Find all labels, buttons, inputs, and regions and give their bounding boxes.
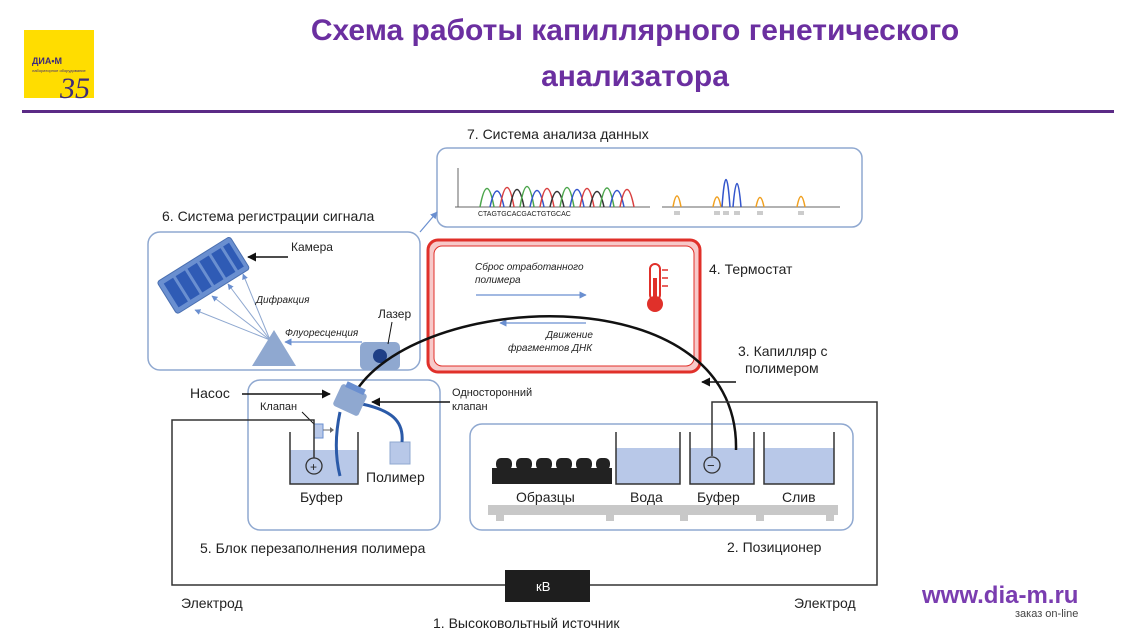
- link-arrow: [419, 211, 438, 233]
- valve-pointer: [301, 411, 315, 425]
- logo-brand: ДИА•М: [32, 56, 63, 66]
- logo-tagline: лабораторное оборудование: [32, 68, 86, 73]
- cathode-icon: [703, 456, 721, 474]
- plus-sign: +: [310, 460, 317, 474]
- website-link[interactable]: www.dia-m.ru: [922, 582, 1079, 609]
- buffer-tube: [334, 411, 342, 477]
- fluorescence-label: Флуоресценция: [285, 328, 359, 339]
- title-divider: [22, 110, 1114, 113]
- water-label: Вода: [630, 489, 663, 505]
- laser-window: [373, 349, 387, 363]
- title-line-2: анализатора: [541, 60, 729, 93]
- polymer-bottle-icon: [389, 441, 411, 465]
- laser-pointer: [387, 321, 393, 345]
- sample-plate-icon: [492, 458, 612, 484]
- buffer-vessel-left: [289, 432, 359, 485]
- refill-block-label: 5. Блок перезаполнения полимера: [200, 540, 426, 556]
- sequence-text: CTAGTGCACGACTGTGCAC: [478, 211, 571, 218]
- power-source-label: 1. Высоковольтный источник: [433, 615, 620, 631]
- capillary: [348, 315, 738, 451]
- buffer-left-label: Буфер: [300, 489, 343, 505]
- fragment-peaks: [662, 179, 840, 215]
- water-vessel: [615, 432, 681, 485]
- thermostat-label: 4. Термостат: [709, 261, 793, 277]
- buffer-vessel-right: [689, 432, 755, 485]
- valve-label: Клапан: [260, 401, 297, 413]
- title-line-1: Схема работы капиллярного генетического: [310, 14, 960, 47]
- electropherogram: CTAGTGCACGACTGTGCAC: [455, 168, 650, 218]
- minus-sign: −: [707, 458, 715, 473]
- power-source-box: [505, 570, 590, 602]
- drain-label: Слив: [782, 489, 816, 505]
- signal-system-label: 6. Система регистрации сигнала: [162, 208, 374, 224]
- buffer-right-label: Буфер: [697, 489, 740, 505]
- prism-icon: [252, 330, 296, 366]
- samples-label: Образцы: [516, 489, 575, 505]
- kv-label: кВ: [536, 579, 550, 594]
- logo: ДИА•М лабораторное оборудование: [24, 30, 94, 98]
- pump-label: Насос: [190, 385, 230, 401]
- polymer-label: Полимер: [366, 469, 425, 485]
- logo-anniversary: 35: [60, 72, 90, 105]
- thermostat-inner: [433, 245, 695, 367]
- electrode-left-label: Электрод: [181, 595, 243, 611]
- drain-vessel: [763, 432, 835, 485]
- electrode-wire-right: [590, 401, 878, 586]
- data-system-label: 7. Система анализа данных: [467, 126, 649, 142]
- pump-icon: [333, 381, 367, 416]
- page-title: Схема работы капиллярного генетического …: [200, 8, 1070, 100]
- valve-icon: [313, 423, 324, 439]
- thermometer-icon: [647, 263, 668, 312]
- electrode-wire-left: [171, 419, 505, 586]
- polymer-tube: [361, 402, 404, 443]
- electrode-right-label: Электрод: [794, 595, 856, 611]
- diffraction-rays: [194, 273, 271, 341]
- positioner-rail: [488, 505, 838, 515]
- diffraction-label: Дифракция: [255, 294, 310, 306]
- website-tagline: заказ on-line: [1015, 608, 1079, 620]
- laser-label: Лазер: [378, 307, 411, 321]
- camera-label: Камера: [291, 240, 333, 254]
- positioner-label: 2. Позиционер: [727, 539, 822, 555]
- camera-sensor-icon: [157, 237, 250, 314]
